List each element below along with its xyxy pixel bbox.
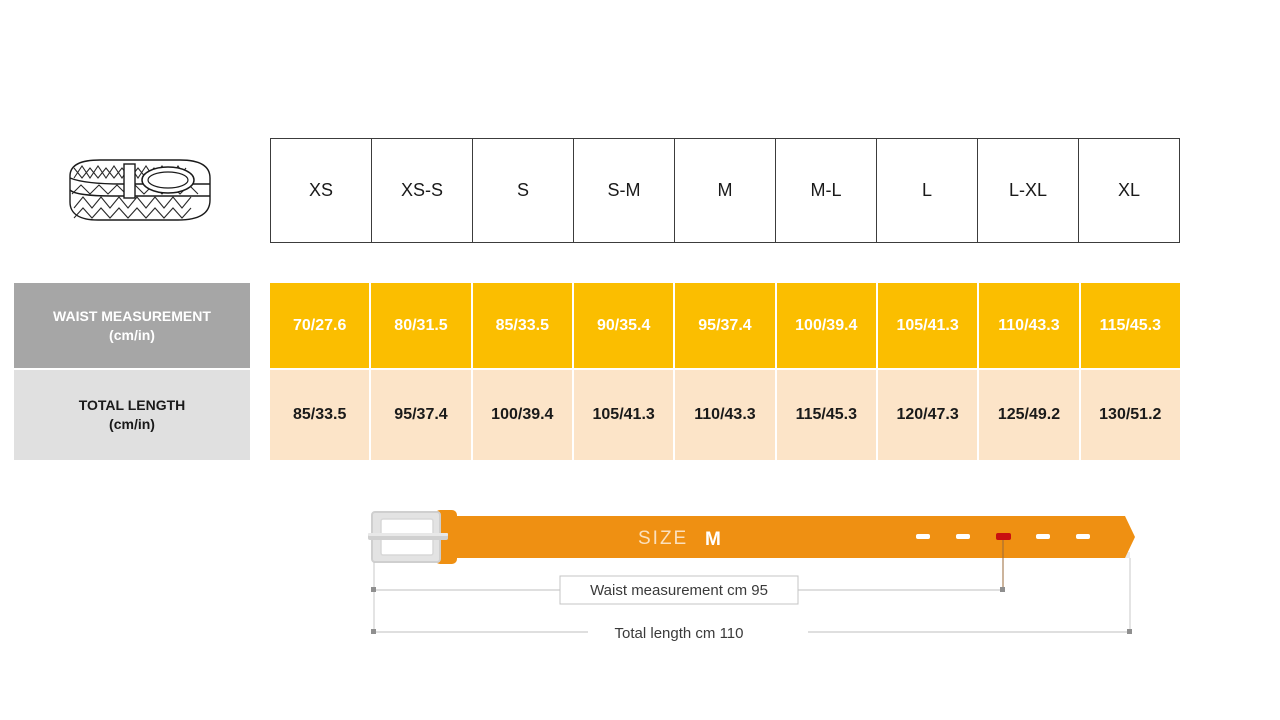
table-cell: 100/39.4 [472, 370, 574, 460]
table-cell: 115/45.3 [776, 370, 878, 460]
total-length-label: Total length cm 110 [615, 625, 744, 642]
size-header-cell: M-L [776, 139, 877, 242]
table-cell: 95/37.4 [371, 370, 473, 460]
size-header-row: XS XS-S S S-M M M-L L L-XL XL [270, 138, 1180, 243]
size-header-cell: L [877, 139, 978, 242]
row-waist-measurement: 70/27.6 80/31.5 85/33.5 90/35.4 95/37.4 … [270, 283, 1180, 368]
belt-measurement-diagram: SIZE M Waist measurement cm 95 Total len… [360, 500, 1160, 650]
table-cell: 125/49.2 [979, 370, 1081, 460]
size-header-cell: XS [271, 139, 372, 242]
table-cell: 90/35.4 [573, 283, 676, 368]
row-label-total-length: TOTAL LENGTH (cm/in) [14, 370, 250, 460]
row-label-main: TOTAL LENGTH [78, 397, 186, 414]
table-cell: 115/45.3 [1080, 283, 1180, 368]
row-total-length: 85/33.5 95/37.4 100/39.4 105/41.3 110/43… [270, 370, 1180, 460]
row-label-sub: (cm/in) [109, 416, 155, 432]
woven-belt-icon [60, 148, 215, 232]
table-cell: 85/33.5 [270, 370, 372, 460]
belt-hole [1076, 534, 1090, 539]
size-header-cell: S-M [574, 139, 675, 242]
size-header-cell: XL [1079, 139, 1179, 242]
table-cell: 120/47.3 [877, 370, 980, 460]
table-cell: 100/39.4 [776, 283, 878, 368]
size-header-cell: M [675, 139, 776, 242]
size-value-text: M [705, 529, 721, 550]
row-label-main: WAIST MEASUREMENT [53, 307, 211, 324]
table-cell: 70/27.6 [270, 283, 372, 368]
waist-measurement-label: Waist measurement cm 95 [590, 582, 768, 599]
belt-hole [916, 534, 930, 539]
size-header-cell: XS-S [372, 139, 473, 242]
row-label-waist-measurement: WAIST MEASUREMENT (cm/in) [14, 283, 250, 368]
table-cell: 105/41.3 [573, 370, 676, 460]
belt-hole-active [996, 533, 1011, 540]
belt-strap [448, 516, 1135, 558]
belt-hole [956, 534, 970, 539]
size-header-cell: L-XL [978, 139, 1079, 242]
table-cell: 85/33.5 [472, 283, 574, 368]
belt-hole [1036, 534, 1050, 539]
table-cell: 110/43.3 [979, 283, 1081, 368]
size-prefix-text: SIZE [638, 528, 688, 549]
table-cell: 105/41.3 [877, 283, 980, 368]
table-cell: 80/31.5 [371, 283, 473, 368]
table-cell: 130/51.2 [1080, 370, 1180, 460]
table-cell: 95/37.4 [675, 283, 777, 368]
row-label-sub: (cm/in) [109, 326, 155, 343]
table-cell: 110/43.3 [675, 370, 777, 460]
size-header-cell: S [473, 139, 574, 242]
